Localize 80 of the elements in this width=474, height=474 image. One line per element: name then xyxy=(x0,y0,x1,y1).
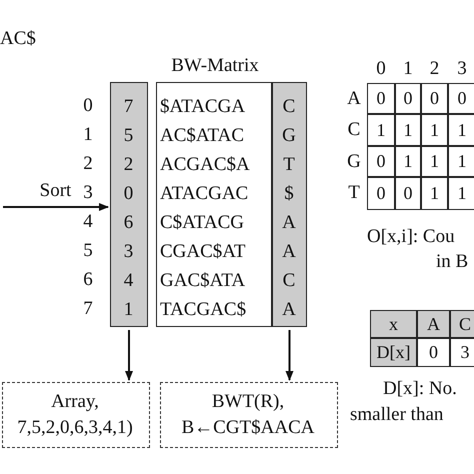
shaded-column xyxy=(110,82,148,327)
table-cell: 1 xyxy=(421,177,448,210)
column-entry: 1 xyxy=(122,299,134,321)
column-entry: C xyxy=(282,270,296,292)
result-box xyxy=(160,382,338,448)
table-cell: 1 xyxy=(367,114,395,146)
row-index: 0 xyxy=(82,95,94,117)
row-index: 7 xyxy=(82,298,94,320)
column-entry: A xyxy=(281,212,297,234)
table-cell: x xyxy=(370,310,417,338)
table-cell: 3 xyxy=(450,338,474,367)
table-cell: 1 xyxy=(448,146,474,177)
column-entry: A xyxy=(281,241,297,263)
caption-text: smaller than xyxy=(350,404,444,426)
result-text: 7,5,2,0,6,3,4,1) xyxy=(16,417,134,439)
table-cell: 1 xyxy=(395,114,421,146)
column-entry: T xyxy=(282,154,296,176)
column-entry: A xyxy=(281,299,297,321)
edge-label: Sort xyxy=(38,180,72,202)
table-cell: 1 xyxy=(421,114,448,146)
row-letter: T xyxy=(347,182,361,204)
row-index: 5 xyxy=(82,240,94,262)
matrix-row: ATACGAC xyxy=(160,183,248,205)
row-letter: A xyxy=(346,88,362,110)
column-entry: 6 xyxy=(122,212,134,234)
result-text: BWT(R), xyxy=(210,391,286,413)
caption-text: in B xyxy=(436,251,468,273)
caption-text: O[x,i]: Cou xyxy=(367,226,455,248)
matrix-row: AC$ATAC xyxy=(160,125,244,147)
column-entry: 7 xyxy=(122,96,134,118)
row-letter: G xyxy=(346,151,362,173)
column-entry: 3 xyxy=(122,241,134,263)
table-cell: 0 xyxy=(395,177,421,210)
arrow xyxy=(286,330,294,381)
column-entry: 0 xyxy=(122,183,134,205)
column-entry: C xyxy=(282,96,296,118)
column-entry: 2 xyxy=(122,154,134,176)
column-index: 1 xyxy=(402,58,414,80)
row-index: 1 xyxy=(82,124,94,146)
table-cell: C xyxy=(450,310,474,338)
column-entry: G xyxy=(281,125,297,147)
shaded-column xyxy=(272,82,307,327)
caption-text: D[x]: No. xyxy=(383,378,457,400)
matrix-row: ACGAC$A xyxy=(160,154,250,176)
title-text: AC$ xyxy=(0,28,36,50)
column-index: 0 xyxy=(375,58,387,80)
table-cell: 0 xyxy=(448,83,474,114)
table-cell: 0 xyxy=(395,83,421,114)
row-index: 3 xyxy=(82,182,94,204)
table-cell: 1 xyxy=(448,177,474,210)
matrix-row: CGAC$AT xyxy=(160,241,246,263)
column-index: 2 xyxy=(428,58,440,80)
arrow xyxy=(125,330,133,381)
column-entry: $ xyxy=(283,183,295,205)
row-index: 2 xyxy=(82,153,94,175)
matrix-row: TACGAC$ xyxy=(160,299,246,321)
matrix-heading: BW-Matrix xyxy=(170,55,260,77)
arrow xyxy=(3,203,109,211)
row-letter: C xyxy=(346,119,362,141)
table-cell: 0 xyxy=(367,83,395,114)
row-index: 4 xyxy=(82,211,94,233)
table-cell: 1 xyxy=(395,146,421,177)
row-index: 6 xyxy=(82,269,94,291)
column-entry: 5 xyxy=(122,125,134,147)
result-box xyxy=(2,382,150,448)
column-entry: 4 xyxy=(122,270,134,292)
column-index: 3 xyxy=(456,58,468,80)
table-cell: A xyxy=(417,310,450,338)
table-cell: 0 xyxy=(421,83,448,114)
table-cell: D[x] xyxy=(370,338,417,367)
table-cell: 0 xyxy=(417,338,450,367)
result-text: B←CGT$AACA xyxy=(180,417,316,439)
matrix-row: C$ATACG xyxy=(160,212,244,234)
result-text: Array, xyxy=(50,391,100,413)
table-cell: 1 xyxy=(448,114,474,146)
matrix-row: $ATACGA xyxy=(160,96,246,118)
table-cell: 1 xyxy=(421,146,448,177)
table-cell: 0 xyxy=(367,146,395,177)
table-cell: 0 xyxy=(367,177,395,210)
matrix-row: GAC$ATA xyxy=(160,270,246,292)
